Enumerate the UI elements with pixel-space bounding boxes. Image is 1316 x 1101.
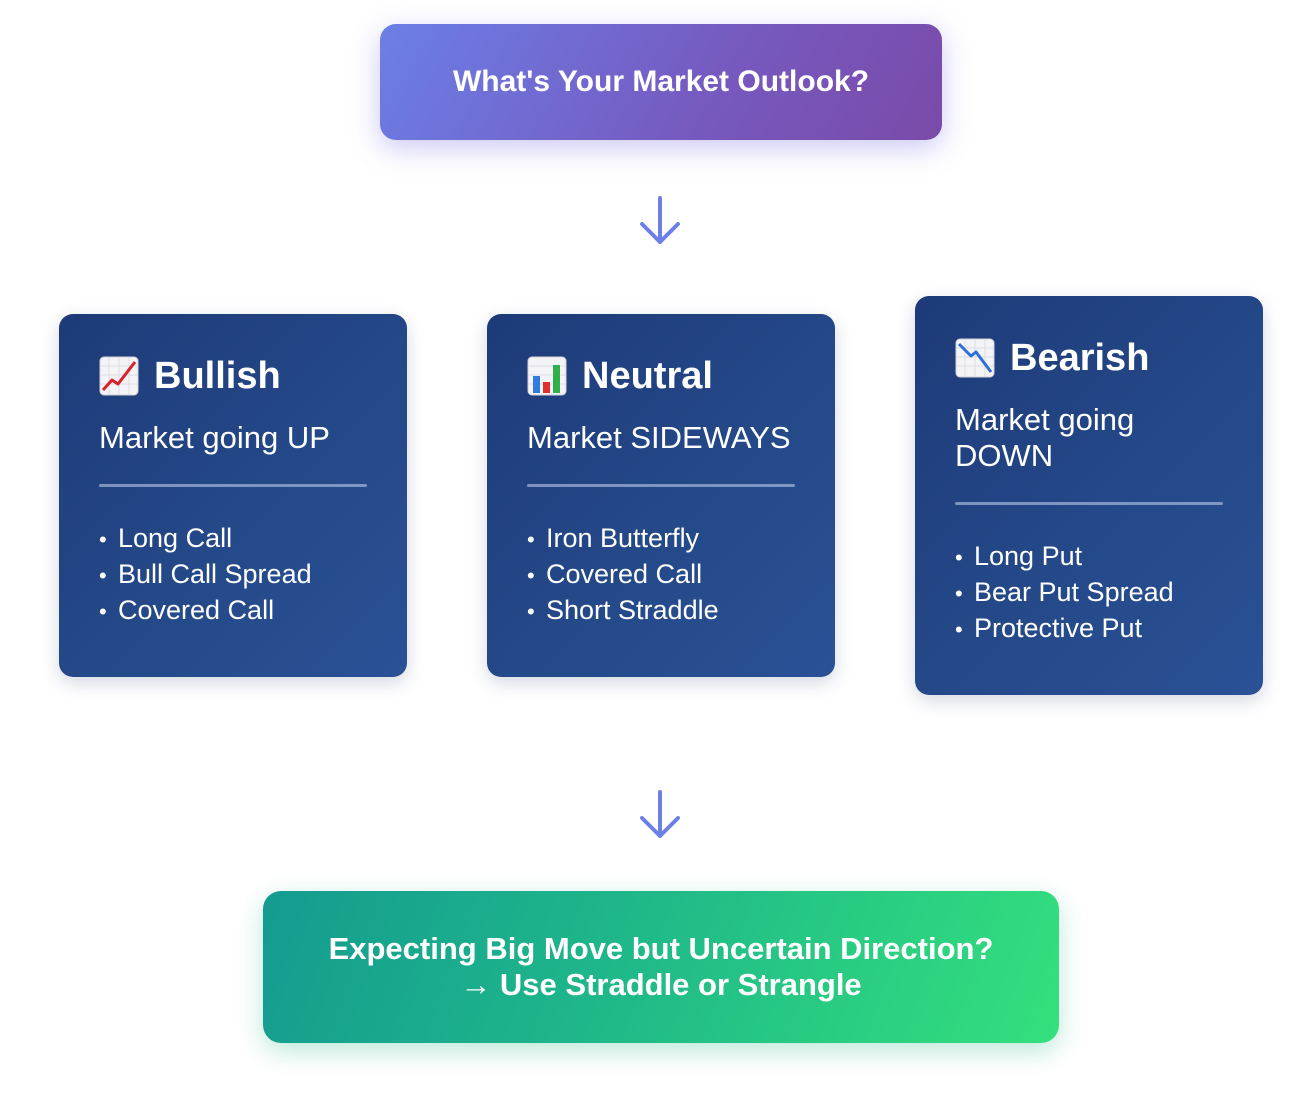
strategy-label: Long Put — [974, 541, 1083, 571]
card-subtitle: Market going DOWN — [955, 402, 1135, 473]
strategy-label: Long Call — [118, 523, 233, 553]
list-item: • Long Put — [955, 539, 1223, 575]
arrow-down-icon — [638, 790, 682, 842]
outlook-card-bullish: Bullish Market going UP • Long Call • Bull… — [59, 314, 407, 677]
outlook-card-neutral: Neutral Market SIDEWAYS • Iron Butterfly … — [487, 314, 835, 677]
card-subtitle: Market going UP — [99, 420, 330, 455]
card-subtitle: Market SIDEWAYS — [527, 420, 791, 455]
strategy-label: Bear Put Spread — [974, 577, 1174, 607]
list-item: • Covered Call — [527, 557, 795, 593]
card-title: Bullish — [99, 352, 367, 400]
market-outlook-question: What's Your Market Outlook? — [380, 24, 942, 140]
divider — [955, 502, 1223, 505]
chart-increasing-icon — [99, 356, 139, 396]
bullet: • — [99, 563, 107, 588]
list-item: • Long Call — [99, 521, 367, 557]
strategy-label: Iron Butterfly — [546, 523, 700, 553]
outlook-card-bearish: Bearish Market going DOWN • Long Put • Bea… — [915, 296, 1263, 695]
list-item: • Iron Butterfly — [527, 521, 795, 557]
strategy-list: • Long Put • Bear Put Spread • Protective P… — [955, 539, 1223, 647]
bullet: • — [527, 527, 535, 552]
list-item: • Bear Put Spread — [955, 575, 1223, 611]
divider — [99, 484, 367, 487]
list-item: • Bull Call Spread — [99, 557, 367, 593]
recommendation-question: Expecting Big Move but Uncertain Directi… — [328, 931, 994, 966]
strategy-label: Bull Call Spread — [118, 559, 312, 589]
bullet: • — [527, 563, 535, 588]
question-text: What's Your Market Outlook? — [452, 65, 870, 98]
divider — [527, 484, 795, 487]
list-item: • Protective Put — [955, 611, 1223, 647]
strategy-label: Protective Put — [974, 613, 1143, 643]
card-title-text: Bullish — [154, 355, 281, 397]
bullet: • — [955, 617, 963, 642]
recommendation-strategy: → Use Straddle or Strangle — [460, 967, 862, 1002]
strategy-label: Covered Call — [118, 595, 275, 625]
bullet: • — [955, 581, 963, 606]
big-move-recommendation: Expecting Big Move but Uncertain Directi… — [263, 891, 1059, 1043]
list-item: • Covered Call — [99, 593, 367, 629]
card-title-text: Neutral — [582, 355, 713, 397]
card-title: Neutral — [527, 352, 795, 400]
bullet: • — [955, 545, 963, 570]
strategy-list: • Long Call • Bull Call Spread • Covered Ca… — [99, 521, 367, 629]
card-title-text: Bearish — [1010, 337, 1150, 379]
bullet: • — [99, 599, 107, 624]
strategy-list: • Iron Butterfly • Covered Call • Short Str… — [527, 521, 795, 629]
bullet: • — [527, 599, 535, 624]
chart-decreasing-icon — [955, 338, 995, 378]
card-title: Bearish — [955, 334, 1223, 382]
bullet: • — [99, 527, 107, 552]
list-item: • Short Straddle — [527, 593, 795, 629]
bar-chart-icon — [527, 356, 567, 396]
strategy-label: Short Straddle — [546, 595, 719, 625]
strategy-label: Covered Call — [546, 559, 703, 589]
arrow-down-icon — [638, 196, 682, 248]
